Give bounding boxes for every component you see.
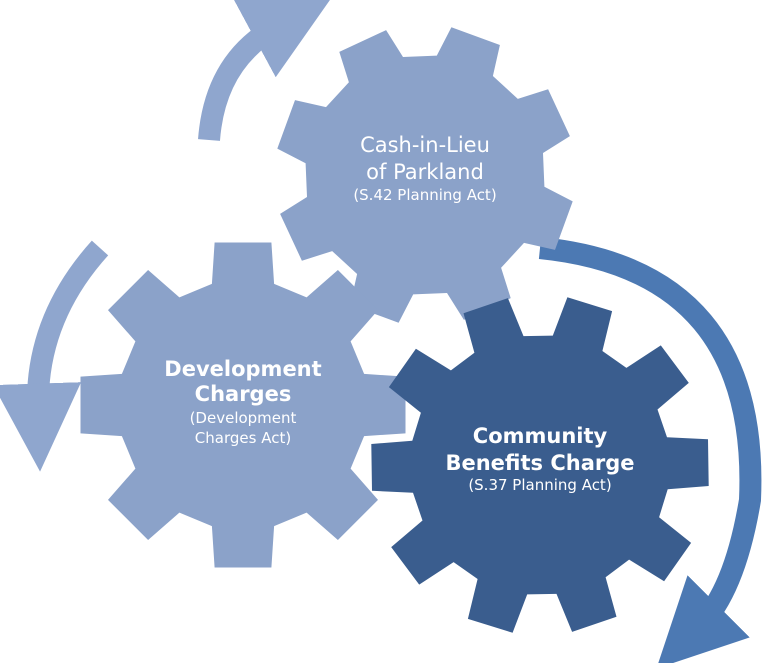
gear-right-body — [371, 297, 709, 633]
gear-left-title-line2: Charges — [195, 382, 292, 406]
gear-cash-in-lieu — [277, 27, 573, 323]
gear-top-subtitle: (S.42 Planning Act) — [353, 186, 496, 204]
curved-arrow-down-icon — [0, 240, 109, 472]
curved-arrow-up-right-icon — [198, 0, 333, 141]
gear-left-title-line1: Development — [164, 357, 321, 381]
gear-left-subtitle-line1: (Development — [190, 409, 297, 427]
curved-arrow-down-left-icon — [538, 237, 762, 663]
gear-left-subtitle-line2: Charges Act) — [195, 429, 291, 447]
gear-left-body — [80, 242, 406, 568]
gear-top-title-line1: Cash-in-Lieu — [360, 133, 490, 157]
gear-right-title-line1: Community — [473, 424, 608, 448]
gear-right-title-line2: Benefits Charge — [445, 451, 634, 475]
gear-development-charges — [80, 242, 406, 568]
gear-top-body — [277, 27, 573, 323]
gear-community-benefits-charge — [371, 297, 709, 633]
gear-right-subtitle: (S.37 Planning Act) — [468, 476, 611, 494]
gear-top-title-line2: of Parkland — [366, 160, 484, 184]
